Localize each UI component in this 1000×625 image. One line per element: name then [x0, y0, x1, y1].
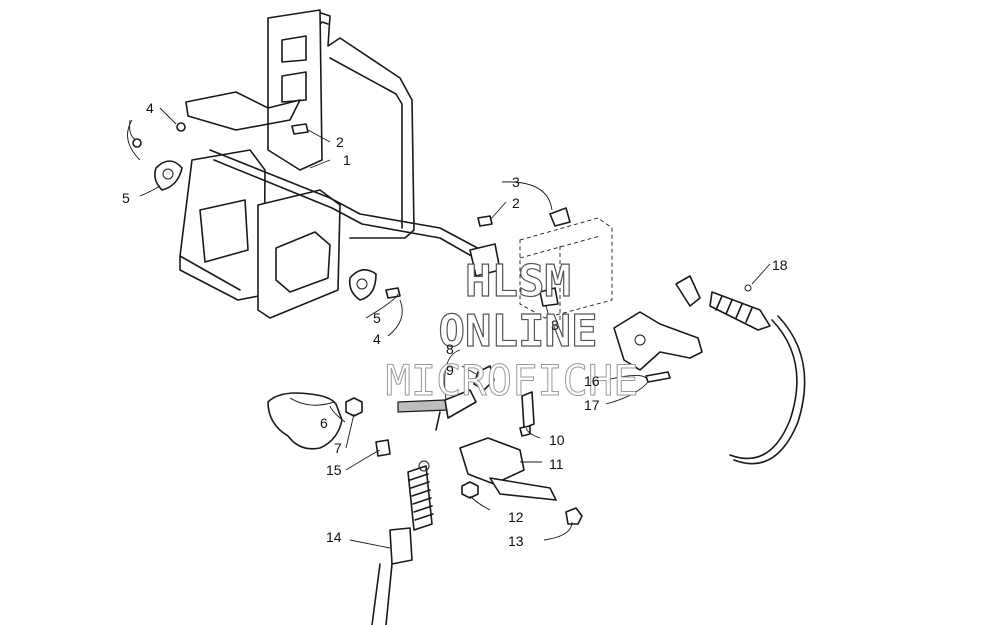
callout-1: 1: [343, 152, 351, 168]
callout-3-lower: 3: [551, 317, 559, 333]
pivot-block-11: [459, 437, 557, 501]
callout-5-upper: 5: [122, 190, 130, 206]
watermark-line2: ONLINE: [439, 306, 598, 357]
callout-8: 8: [446, 341, 454, 357]
callout-5-lower: 5: [373, 310, 381, 326]
pin-10: [521, 391, 535, 429]
watermark: HLSM ONLINE MICROFICHE: [385, 255, 639, 405]
shift-lever-8: [397, 389, 477, 431]
bolt-15: [375, 439, 391, 457]
watermark-line3: MICROFICHE: [386, 356, 639, 405]
callout-12: 12: [508, 509, 524, 525]
callout-9: 9: [446, 362, 454, 378]
cable-boot-14: [371, 460, 434, 625]
callout-7: 7: [334, 440, 342, 456]
callout-16: 16: [584, 373, 600, 389]
shift-knob: [267, 392, 343, 450]
bracket-outline-3: [519, 207, 613, 320]
bracket-16: [613, 311, 703, 371]
callout-14: 14: [326, 529, 342, 545]
bolt-2-upper: [291, 123, 309, 135]
leader-lines: [127, 107, 771, 549]
callout-4-lower: 4: [373, 331, 381, 347]
callout-2-right: 2: [512, 195, 520, 211]
nut-7: [345, 397, 363, 417]
callout-3-upper: 3: [512, 174, 520, 190]
callout-6: 6: [320, 415, 328, 431]
part-9: [473, 365, 495, 391]
bolt-17: [645, 371, 671, 383]
callouts: 1 2 2 3 3 4 4 5 5 6 7 8 9 10 11 12 13 14…: [122, 100, 788, 549]
nut-12: [461, 481, 479, 499]
callout-10: 10: [549, 432, 565, 448]
bolt-2-right: [477, 215, 493, 227]
callout-4-upper: 4: [146, 100, 154, 116]
callout-2-upper: 2: [336, 134, 344, 150]
upper-left-hardware: [132, 122, 186, 191]
lower-center-hardware: [348, 269, 401, 301]
callout-17: 17: [584, 397, 600, 413]
callout-15: 15: [326, 462, 342, 478]
cable-18: [675, 275, 806, 465]
callout-18: 18: [772, 257, 788, 273]
bushing-13: [565, 507, 583, 525]
callout-11: 11: [549, 456, 564, 472]
watermark-line1: HLSM: [465, 256, 571, 307]
callout-13: 13: [508, 533, 524, 549]
